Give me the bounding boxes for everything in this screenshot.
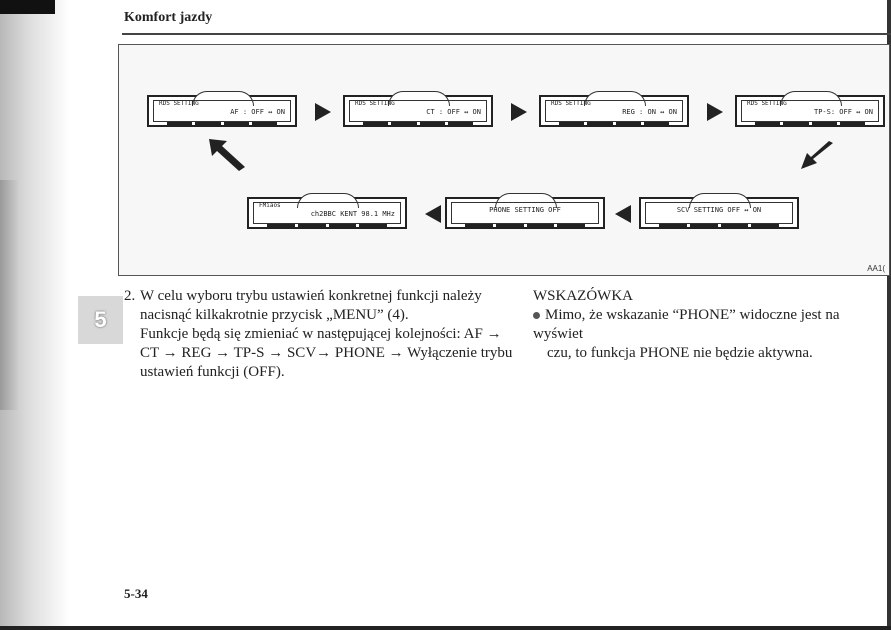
bullet-icon	[533, 312, 540, 320]
display-reg: RDS SETTING REG : ON ↔ ON	[539, 91, 689, 127]
display-af: RDS SETTING AF : OFF ↔ ON	[147, 91, 297, 127]
tip-box: WSKAZÓWKA Mimo, że wskazanie “PHONE” wid…	[533, 287, 891, 363]
instruction-text: 2. W celu wyboru trybu ustawień konkretn…	[124, 288, 513, 380]
arrow-down-left-icon	[801, 141, 833, 169]
arrow-up-left-icon	[209, 139, 245, 171]
display-ct: RDS SETTING CT : OFF ↔ ON	[343, 91, 493, 127]
display-radio: FMiaos ch2BBC KENT 98.1 MHz	[247, 193, 407, 229]
page-edge-shadow-dark	[0, 180, 18, 410]
display-sequence-diagram: RDS SETTING AF : OFF ↔ ON RDS SETTING CT…	[118, 44, 890, 276]
arrow-right-icon	[315, 103, 331, 121]
figure-code: AA1(	[867, 264, 885, 273]
chapter-tab: 5	[78, 296, 123, 344]
page-header: Komfort jazdy	[124, 10, 213, 25]
header-rule	[122, 33, 891, 35]
arrow-left-icon	[615, 205, 631, 223]
display-scv: SCV SETTING OFF ↔ ON	[639, 193, 799, 229]
bottom-edge	[0, 626, 891, 630]
arrow-right-icon	[707, 103, 723, 121]
corner-mark	[0, 0, 55, 14]
arrow-right-icon	[511, 103, 527, 121]
display-tp-s: RDS SETTING TP-S: OFF ↔ ON	[735, 91, 885, 127]
tip-heading: WSKAZÓWKA	[533, 288, 633, 304]
right-edge	[887, 0, 891, 630]
page-number: 5-34	[124, 586, 148, 601]
arrow-left-icon	[425, 205, 441, 223]
display-phone: PHONE SETTING OFF	[445, 193, 605, 229]
